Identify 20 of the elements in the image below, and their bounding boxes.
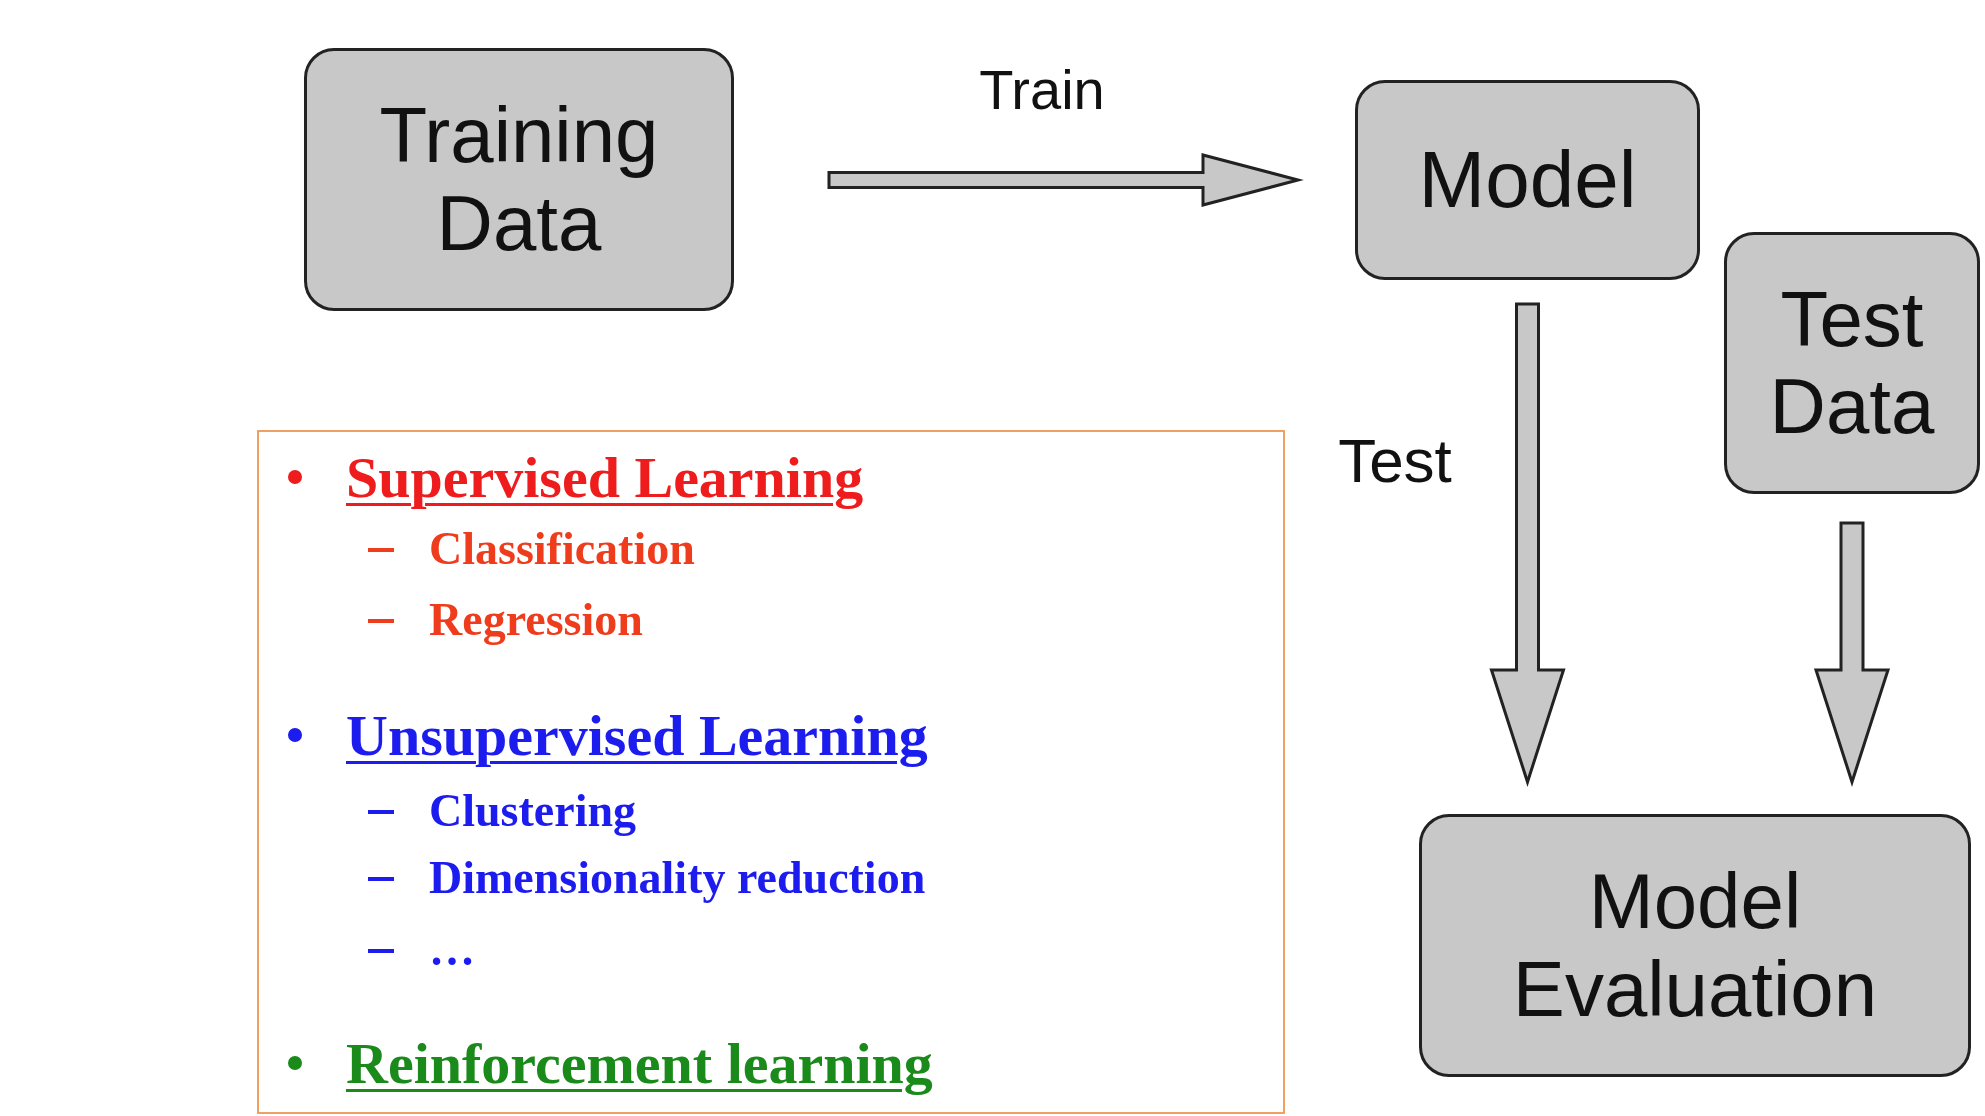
box-label: Model [1418, 135, 1637, 225]
subcategory-label: Regression [429, 593, 643, 647]
category-heading: Supervised Learning [346, 444, 864, 512]
subcategory-label: Dimensionality reduction [429, 851, 926, 905]
list-panel [257, 430, 1285, 1114]
data-box [304, 48, 734, 311]
block-arrow [1813, 521, 1891, 787]
subcategory-label: Classification [429, 522, 695, 576]
box-label: Test Data [1768, 275, 1936, 451]
category-heading: Reinforcement learning [346, 1030, 933, 1098]
subcategory-label: … [429, 923, 475, 977]
block-arrow [1489, 302, 1566, 787]
model-box [1355, 80, 1700, 280]
box-label: Model Evaluation [1511, 858, 1879, 1033]
category-heading: Unsupervised Learning [346, 702, 928, 770]
subcategory-label: Clustering [429, 784, 636, 838]
evaluation-box [1419, 814, 1971, 1077]
data-box [1724, 232, 1980, 494]
block-arrow [827, 153, 1304, 207]
box-label: Training Data [378, 92, 660, 267]
